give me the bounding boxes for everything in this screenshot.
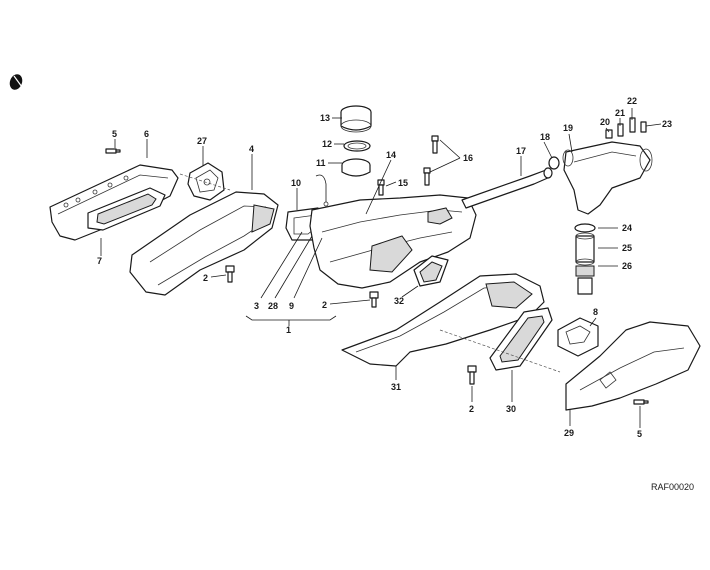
screw-2-center xyxy=(369,291,379,308)
callout-12: 12 xyxy=(322,139,332,149)
callout-22: 22 xyxy=(627,96,637,106)
callout-32: 32 xyxy=(394,296,404,306)
sleeve-ring xyxy=(574,223,596,233)
airbox-body xyxy=(309,194,477,289)
callout-29: 29 xyxy=(564,428,574,438)
screw-16b xyxy=(423,167,431,186)
mount-bracket xyxy=(187,162,225,201)
callout-16: 16 xyxy=(463,153,473,163)
callout-28: 28 xyxy=(268,301,278,311)
rubber-mount xyxy=(557,317,599,357)
callout-7: 7 xyxy=(97,256,102,266)
reference-code: RAF00020 xyxy=(651,482,694,492)
callout-23: 23 xyxy=(662,119,672,129)
screw-2-lower xyxy=(467,365,477,385)
callout-5: 5 xyxy=(112,129,117,139)
callout-4: 4 xyxy=(249,144,254,154)
grille-panel xyxy=(489,307,553,371)
screw-5-right xyxy=(633,399,649,405)
hose-clip xyxy=(315,174,329,207)
intake-manifold xyxy=(562,141,653,215)
callout-15: 15 xyxy=(398,178,408,188)
leader-lines xyxy=(100,108,662,428)
sleeve-tube xyxy=(575,232,595,266)
screw-16a xyxy=(431,135,439,154)
callout-labels: 5 6 27 4 7 2 10 13 12 11 14 15 16 17 18 … xyxy=(97,96,672,439)
callout-27: 27 xyxy=(197,136,207,146)
callout-2: 2 xyxy=(203,273,208,283)
callout-2-lower: 2 xyxy=(469,404,474,414)
callout-17: 17 xyxy=(516,146,526,156)
filler-neck-ring xyxy=(341,158,371,177)
callout-25: 25 xyxy=(622,243,632,253)
callout-5-right: 5 xyxy=(637,429,642,439)
left-air-duct xyxy=(129,191,279,296)
filler-cap xyxy=(340,105,372,133)
small-grille xyxy=(413,255,449,287)
callout-24: 24 xyxy=(622,223,632,233)
callout-26: 26 xyxy=(622,261,632,271)
screw-set-upper-right xyxy=(605,117,647,139)
callout-18: 18 xyxy=(540,132,550,142)
callout-19: 19 xyxy=(563,123,573,133)
screw-5-left xyxy=(105,148,121,154)
sleeve-clamp xyxy=(575,265,595,295)
callout-14: 14 xyxy=(386,150,396,160)
callout-2-center: 2 xyxy=(322,300,327,310)
screw-2-left xyxy=(225,265,235,283)
section-marker-icon xyxy=(9,74,23,90)
callout-1: 1 xyxy=(286,325,291,335)
o-ring-seal xyxy=(343,140,371,152)
breather-pipe xyxy=(461,167,553,209)
lower-right-duct xyxy=(341,273,545,367)
grille-insert xyxy=(87,187,166,231)
callout-30: 30 xyxy=(506,404,516,414)
callout-6: 6 xyxy=(144,129,149,139)
grommet xyxy=(548,156,560,170)
callout-31: 31 xyxy=(391,382,401,392)
callout-9: 9 xyxy=(289,301,294,311)
callout-10: 10 xyxy=(291,178,301,188)
callout-8: 8 xyxy=(593,307,598,317)
callout-21: 21 xyxy=(615,108,625,118)
callout-20: 20 xyxy=(600,117,610,127)
callout-13: 13 xyxy=(320,113,330,123)
callout-3: 3 xyxy=(254,301,259,311)
right-bracket-panel xyxy=(565,321,701,411)
callout-11: 11 xyxy=(316,158,326,168)
